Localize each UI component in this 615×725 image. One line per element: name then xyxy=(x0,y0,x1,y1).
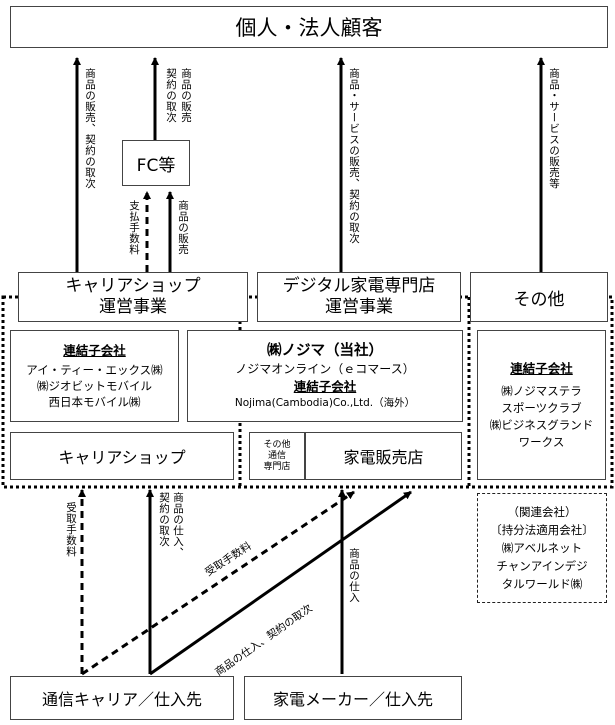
other-stores-line2: 通信 xyxy=(267,450,286,461)
label-supply-left-2: 契約の取次 xyxy=(158,492,170,547)
arrow-fee-received-diag xyxy=(81,490,355,676)
nojima-company: ㈱ノジマ（当社） xyxy=(267,342,383,359)
affiliates-line5: タルワールド㈱ xyxy=(501,577,583,591)
carrier-subs-heading: 連結子会社 xyxy=(63,342,126,358)
segment-carrier: キャリアショップ 運営事業 xyxy=(18,272,248,322)
carrier-sub-1: アイ・ティー・エックス㈱ xyxy=(26,362,163,377)
affiliates-line3: ㈱アベルネット xyxy=(501,541,583,555)
label-fc-to-customer-1: 商品の販売 xyxy=(180,68,192,123)
label-supply-left-1: 商品の仕入、 xyxy=(172,492,184,558)
label-fee-received-left: 受取手数料 xyxy=(65,502,77,557)
other-sub-2: スポーツクラブ xyxy=(501,400,582,415)
maker-supplier-box: 家電メーカー／仕入先 xyxy=(244,676,462,720)
affiliates-line1: （関連会社） xyxy=(507,505,577,519)
nojima-subs-heading: 連結子会社 xyxy=(293,378,357,394)
other-sub-4: ワークス xyxy=(518,434,565,449)
label-other-to-customer: 商品・サービスの販売等 xyxy=(548,68,560,189)
carrier-sub-2: ㈱ジオビットモバイル xyxy=(37,378,152,393)
affiliates-line2: 〔持分法適用会社〕 xyxy=(490,523,594,537)
segment-other-label: その他 xyxy=(513,289,565,310)
affiliates-box: （関連会社） 〔持分法適用会社〕 ㈱アベルネット チャンアインデジ タルワールド… xyxy=(477,493,607,603)
carrier-shop-box: キャリアショップ xyxy=(10,432,234,480)
nojima-overseas: Nojima(Cambodia)Co.,Ltd.（海外） xyxy=(234,396,416,409)
other-stores-line1: その他 xyxy=(263,439,291,450)
label-maker-supply: 商品の仕入 xyxy=(348,548,360,603)
carrier-subsidiaries-box: 連結子会社 アイ・ティー・エックス㈱ ㈱ジオビットモバイル 西日本モバイル㈱ xyxy=(10,330,179,422)
other-sub-1: ㈱ノジマステラ xyxy=(501,383,582,398)
segment-digital-line2: 運営事業 xyxy=(325,297,393,317)
segment-digital: デジタル家電専門店 運営事業 xyxy=(257,272,461,322)
label-fc-sales: 商品の販売 xyxy=(177,200,189,255)
segment-frame-left xyxy=(1,295,614,489)
arrow-supply-diag xyxy=(149,490,412,676)
appliance-store-box: 家電販売店 xyxy=(305,432,462,480)
segment-digital-line1: デジタル家電専門店 xyxy=(282,276,436,296)
segment-carrier-line2: 運営事業 xyxy=(99,297,167,317)
carrier-sub-3: 西日本モバイル㈱ xyxy=(48,394,141,409)
label-digital-to-customer: 商品・サービスの販売、契約の取次 xyxy=(348,68,360,244)
appliance-store-label: 家電販売店 xyxy=(343,448,424,467)
nojima-online: ノジマオンライン（ｅコマース） xyxy=(235,361,415,376)
carrier-supplier-label: 通信キャリア／仕入先 xyxy=(41,690,202,709)
customer-label: 個人・法人顧客 xyxy=(235,16,383,40)
fc-box: FC等 xyxy=(122,140,190,186)
other-subsidiaries-box: 連結子会社 ㈱ノジマステラ スポーツクラブ ㈱ビジネスグランド ワークス xyxy=(477,330,606,480)
carrier-supplier-box: 通信キャリア／仕入先 xyxy=(10,676,234,720)
other-telecom-stores-box: その他 通信 専門店 xyxy=(249,432,305,480)
other-stores-line3: 専門店 xyxy=(263,461,291,472)
nojima-box: ㈱ノジマ（当社） ノジマオンライン（ｅコマース） 連結子会社 Nojima(Ca… xyxy=(187,330,463,422)
label-fee-to-fc: 支払手数料 xyxy=(128,200,140,255)
label-carrier-to-customer: 商品の販売、契約の取次 xyxy=(84,68,96,189)
other-subs-heading: 連結子会社 xyxy=(510,360,573,376)
segment-carrier-line1: キャリアショップ xyxy=(65,276,201,296)
carrier-shop-label: キャリアショップ xyxy=(58,448,186,467)
affiliates-line4: チャンアインデジ xyxy=(496,559,588,573)
customer-box: 個人・法人顧客 xyxy=(10,6,608,48)
label-fc-to-customer-2: 契約の取次 xyxy=(165,68,177,123)
fc-label: FC等 xyxy=(136,155,176,176)
other-sub-3: ㈱ビジネスグランド xyxy=(489,417,594,432)
segment-other: その他 xyxy=(470,272,608,322)
maker-supplier-label: 家電メーカー／仕入先 xyxy=(272,690,433,709)
